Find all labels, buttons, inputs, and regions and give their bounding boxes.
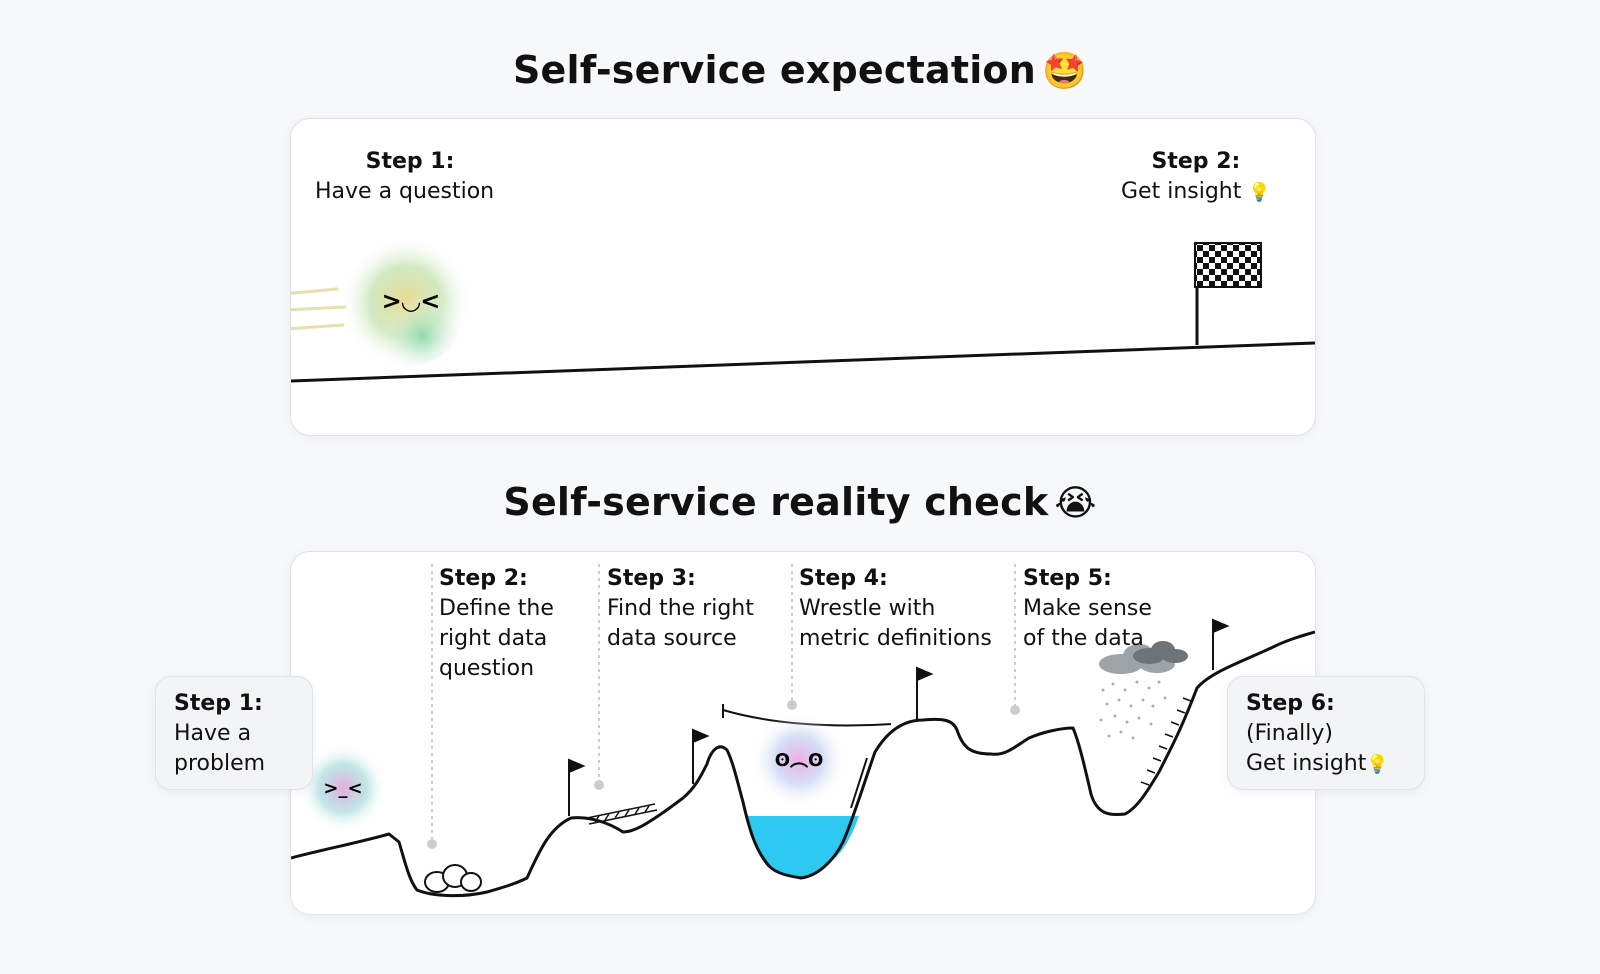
bottom-step4-line2: metric definitions: [799, 626, 992, 651]
bottom-step5-line1: Make sense: [1023, 596, 1152, 621]
climbing-marks: [1140, 697, 1192, 786]
bottom-step1-line1: Have a: [174, 721, 252, 746]
crying-emoji-icon: 😭: [1054, 483, 1097, 524]
bottom-step6-title: Step 6:: [1246, 691, 1335, 716]
bottom-step4-label: Step 4: Wrestle with metric definitions: [799, 564, 992, 654]
reality-illustration: >_< ʘ︵ʘ: [291, 564, 1315, 898]
bottom-step3-label: Step 3: Find the right data source: [607, 564, 754, 654]
rope-bridge: [586, 803, 658, 825]
bottom-step2-line3: question: [439, 656, 535, 681]
top-step2-text: Get insight: [1121, 179, 1242, 204]
frustrated-face: >_<: [323, 778, 362, 799]
top-title-text: Self-service expectation: [512, 48, 1036, 92]
rocks: [424, 864, 482, 893]
bottom-step1-line2: problem: [174, 751, 266, 776]
top-step2-label: Step 2: Get insight 💡: [1121, 147, 1271, 208]
frustrated-blob: [299, 744, 387, 832]
happy-face: >◡<: [382, 287, 441, 315]
bottom-step3-title: Step 3:: [607, 566, 696, 591]
bottom-step2-line1: Define the: [439, 596, 554, 621]
top-step1-title: Step 1:: [365, 149, 455, 174]
top-step1-text: Have a question: [315, 179, 495, 204]
speed-lines: [291, 287, 347, 331]
step-guide-dots: [427, 700, 1020, 849]
lightbulb-icon: 💡: [1366, 754, 1389, 775]
lightbulb-icon: 💡: [1248, 182, 1271, 203]
bottom-step6-callout: Step 6: (Finally) Get insight💡: [1227, 676, 1425, 790]
rain-cloud-icon: [1099, 641, 1188, 740]
pit-ladder: [850, 757, 868, 809]
reality-panel: >_< ʘ︵ʘ Step 2: Define the right data qu…: [290, 551, 1316, 915]
bottom-title: Self-service reality check😭: [0, 480, 1600, 524]
bottom-step2-line2: right data: [439, 626, 548, 651]
bottom-step4-title: Step 4:: [799, 566, 888, 591]
bottom-step3-line2: data source: [607, 626, 737, 651]
expectation-ground-line: [291, 341, 1315, 383]
bottom-step5-label: Step 5: Make sense of the data: [1023, 564, 1152, 654]
top-title: Self-service expectation🤩: [0, 48, 1600, 92]
star-eyes-emoji-icon: 🤩: [1041, 51, 1088, 92]
expectation-panel: >◡< Step 1: Have a question Step 2: Get …: [290, 118, 1316, 436]
finish-flag-icon: [1194, 242, 1262, 345]
bottom-step4-line1: Wrestle with: [799, 596, 936, 621]
step-guide-lines: [431, 564, 1016, 842]
top-step2-title: Step 2:: [1151, 149, 1241, 174]
bottom-step5-line2: of the data: [1023, 626, 1144, 651]
bottom-step2-label: Step 2: Define the right data question: [439, 564, 554, 684]
expectation-illustration: >◡<: [291, 236, 1315, 383]
checkpoint-flags: [568, 618, 1230, 816]
sad-face: ʘ︵ʘ: [775, 750, 824, 771]
bottom-step5-title: Step 5:: [1023, 566, 1112, 591]
bottom-title-text: Self-service reality check: [503, 480, 1049, 524]
bottom-step1-title: Step 1:: [174, 691, 263, 716]
bottom-step1-callout: Step 1: Have a problem: [155, 676, 313, 790]
sad-blob: [751, 712, 847, 808]
bottom-step6-line2: Get insight: [1246, 751, 1367, 776]
terrain-line: [291, 630, 1315, 898]
top-step1-label: Step 1: Have a question: [315, 147, 505, 207]
bottom-step6-line1: (Finally): [1246, 721, 1334, 746]
bottom-step3-line1: Find the right: [607, 596, 754, 621]
bottom-step2-title: Step 2:: [439, 566, 528, 591]
